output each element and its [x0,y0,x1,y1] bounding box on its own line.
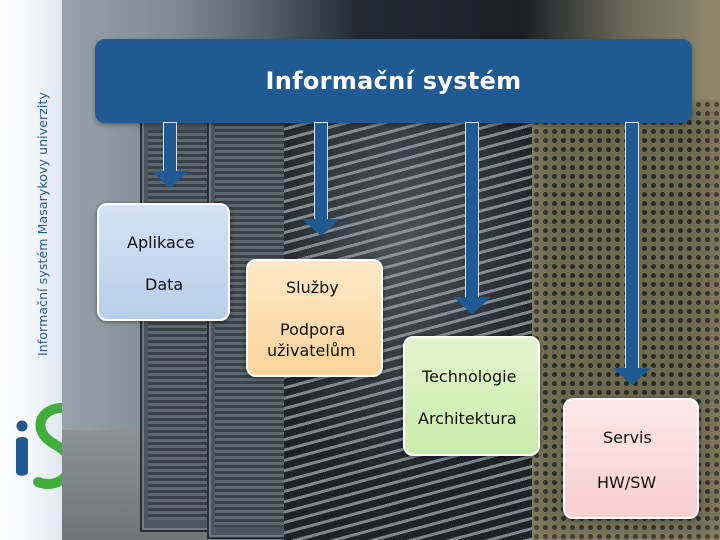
layer-label: Architektura [418,409,517,428]
sidebar-vertical-label: Informační systém Masarykovy univerzity [35,92,50,356]
layer-label: Data [145,275,183,294]
layer-label: Aplikace [127,233,194,252]
sidebar: Informační systém Masarykovy univerzity [0,0,64,540]
arrow-down-icon [302,122,340,236]
arrow-down-icon [613,122,651,385]
arrow-down-icon [151,122,189,188]
layer-box-sluzby: Služby Podpora uživatelům [246,259,383,377]
layer-box-aplikace: Aplikace Data [97,203,230,321]
layer-label: uživatelům [267,341,356,360]
layer-label: Technologie [422,367,516,386]
arrow-down-icon [453,122,491,314]
layer-box-servis: Servis HW/SW [563,398,699,519]
page-title: Informační systém [266,67,522,95]
layer-label: HW/SW [597,473,656,492]
layer-box-technologie: Technologie Architektura [403,336,540,456]
layer-label: Podpora [280,320,345,339]
header-banner: Informační systém [95,39,692,123]
layer-label: Servis [603,428,652,447]
layer-label: Služby [286,278,339,297]
